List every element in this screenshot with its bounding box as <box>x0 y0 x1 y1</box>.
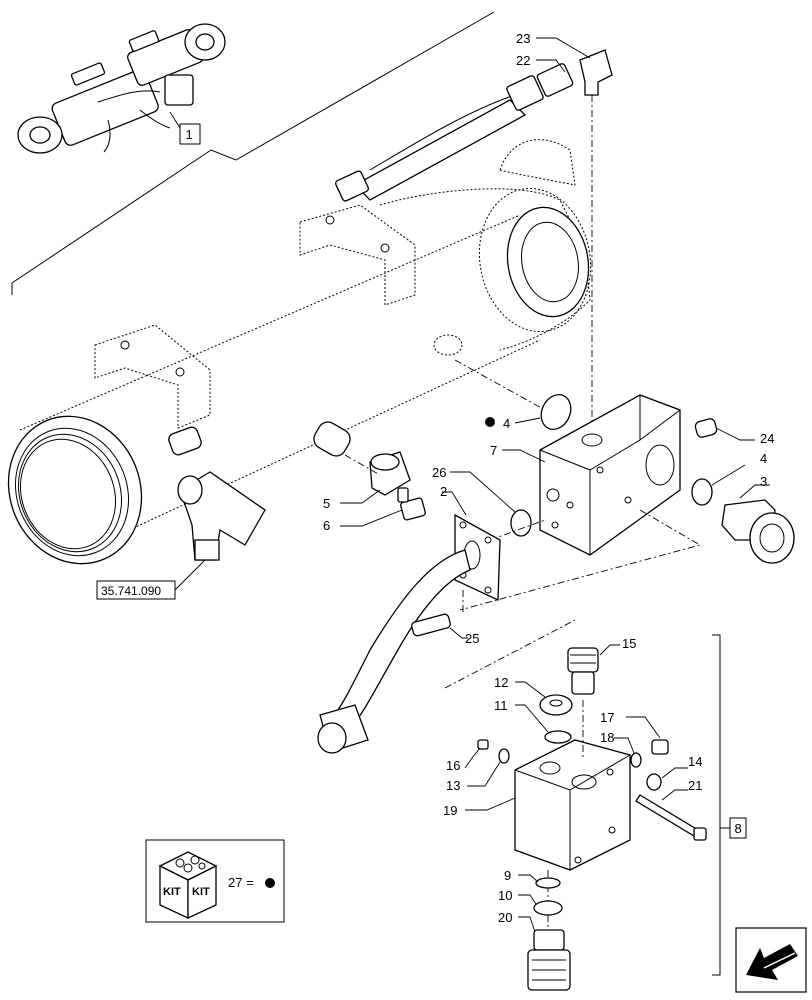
callout-26: 26 <box>432 465 446 480</box>
callout-4-upper: 4 <box>503 416 510 431</box>
callout-3: 3 <box>760 474 767 489</box>
mounting-bracket-lower <box>94 324 211 429</box>
bolt-21 <box>635 794 707 841</box>
plug-16 <box>477 739 489 750</box>
callout-13: 13 <box>446 778 460 793</box>
flange-tube-2 <box>317 513 501 754</box>
callout-16: 16 <box>446 758 460 773</box>
hose-assembly <box>334 49 613 202</box>
callout-14: 14 <box>688 754 702 769</box>
reference-box <box>96 580 176 600</box>
kit-marker <box>485 417 495 427</box>
callout-10: 10 <box>498 888 512 903</box>
callout-23: 23 <box>516 31 530 46</box>
callout-8: 8 <box>735 821 742 836</box>
arrow-back-icon[interactable] <box>735 927 807 993</box>
mounting-bracket-upper <box>299 204 416 306</box>
callout-9: 9 <box>504 868 511 883</box>
kit-label-left: KIT <box>163 886 181 898</box>
callout-25: 25 <box>465 631 479 646</box>
o-ring-9 <box>535 877 561 889</box>
o-ring-4-upper <box>540 393 572 431</box>
callout-6: 6 <box>323 518 330 533</box>
callout-18: 18 <box>600 730 614 745</box>
callout-box-1 <box>179 123 201 145</box>
callout-box-8 <box>729 817 747 839</box>
plug-12 <box>539 694 573 716</box>
plug-17 <box>651 739 669 755</box>
callout-5: 5 <box>323 496 330 511</box>
cartridge-valve-3 <box>721 499 795 564</box>
o-ring-13 <box>498 748 510 764</box>
callout-24: 24 <box>760 431 774 446</box>
plug-14 <box>646 773 662 791</box>
o-ring-4-right <box>691 478 713 506</box>
reference-label[interactable]: 35.741.090 <box>101 584 161 598</box>
kit-legend-dot <box>265 878 275 888</box>
cartridge-20 <box>527 929 571 991</box>
callout-4-right: 4 <box>760 451 767 466</box>
o-ring-18 <box>630 752 642 768</box>
callout-22: 22 <box>516 53 530 68</box>
cartridge-15 <box>567 647 599 695</box>
o-ring-11 <box>544 730 572 744</box>
callout-20: 20 <box>498 910 512 925</box>
callout-11: 11 <box>494 698 508 713</box>
cylinder-barrel <box>7 139 592 565</box>
screw-25 <box>411 613 451 637</box>
kit-legend-text: 27 = <box>228 875 254 890</box>
plug-24 <box>694 418 718 438</box>
callout-1: 1 <box>186 127 193 142</box>
kit-legend: KIT KIT 27 = <box>145 839 285 923</box>
elbow-fitting-reference <box>177 471 266 561</box>
callout-2: 2 <box>440 484 447 499</box>
callout-12: 12 <box>494 675 508 690</box>
callout-19: 19 <box>443 803 457 818</box>
callout-7: 7 <box>490 443 497 458</box>
group-bracket <box>712 634 721 976</box>
overview-thumbnail <box>11 11 495 295</box>
valve-block-19 <box>514 739 631 871</box>
valve-block-7 <box>539 394 681 556</box>
kit-label-right: KIT <box>192 886 210 898</box>
callout-21: 21 <box>688 778 702 793</box>
o-ring-10 <box>533 900 563 916</box>
fitting-5 <box>369 451 411 496</box>
small-fitting-cylinder <box>313 421 351 457</box>
barrel-fitting-left <box>168 426 202 456</box>
o-ring-26 <box>510 509 532 537</box>
callout-17: 17 <box>600 710 614 725</box>
screw-6 <box>397 487 426 521</box>
callout-15: 15 <box>622 636 636 651</box>
